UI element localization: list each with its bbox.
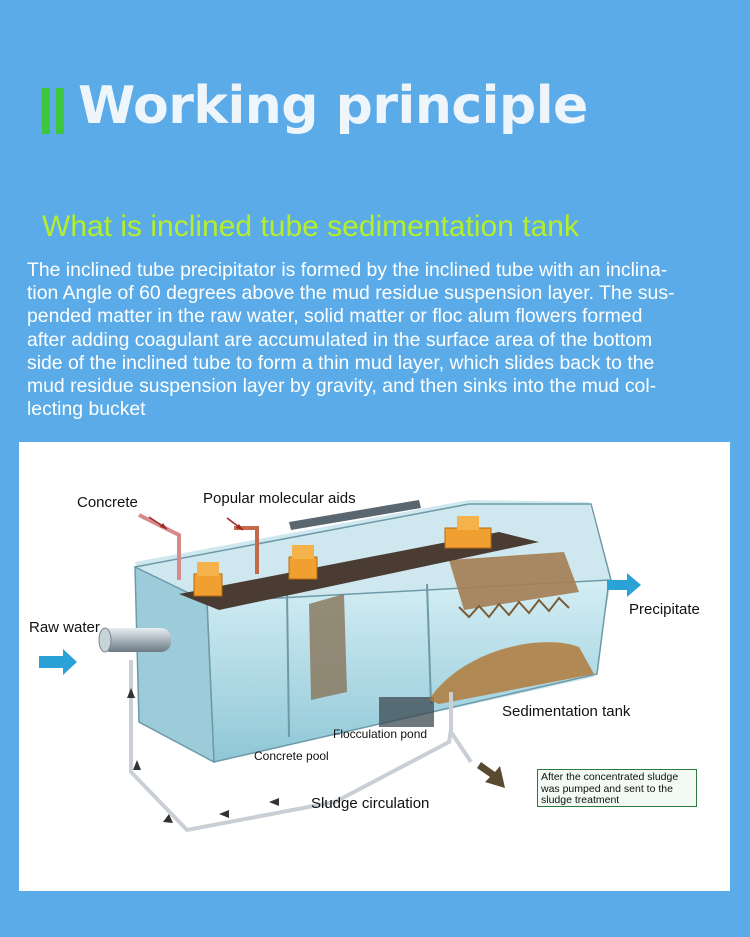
motor [444,516,492,549]
label-precipitate: Precipitate [629,601,700,618]
label-concrete: Concrete [77,494,138,511]
tank-illustration [39,500,641,833]
sludge-out-arrow [477,762,505,788]
motor [288,545,318,580]
description-line: after adding coagulant are accumulated i… [27,328,653,351]
note-line: was pumped and sent to the [541,782,673,795]
description-line: tion Angle of 60 degrees above the mud r… [27,282,675,305]
inclined-tubes [449,552,579,619]
flow-direction-arrows [127,688,279,823]
description-line: mud residue suspension layer by gravity,… [27,375,657,398]
raw-water-inlet-pipe [98,627,171,653]
label-sedimentation-tank: Sedimentation tank [502,703,631,720]
accent-bar [42,88,50,134]
motor [193,562,223,597]
label-popular-molecular-aids: Popular molecular aids [203,490,356,507]
tank-body [134,500,612,764]
note-line: sludge treatment [541,794,620,806]
label-sludge-circulation: Sludge circulation [311,795,430,812]
title-accent-bars [42,88,64,134]
sludge-treatment-note: After the concentrated sludge was pumped… [537,769,697,807]
description-line: pended matter in the raw water, solid ma… [27,305,643,328]
description-line: The inclined tube precipitator is formed… [27,259,668,281]
accent-bar [56,88,64,134]
label-flocculation-pond: Flocculation pond [333,727,428,741]
description-line: lecting bucket [27,398,146,421]
label-raw-water: Raw water [29,619,100,636]
description-paragraph: The inclined tube precipitator is formed… [27,259,727,421]
precipitate-arrow [607,573,641,597]
page-title: Working principle [78,76,588,136]
raw-water-arrow [39,649,77,675]
sludge-circulation-pipe [129,660,453,833]
sedimentation-tank-diagram: Concrete Popular molecular aids Raw wate… [19,442,730,891]
section-subtitle: What is inclined tube sedimentation tank [42,210,579,243]
label-concrete-pool: Concrete pool [254,749,329,763]
description-line: side of the inclined tube to form a thin… [27,351,655,374]
note-line: After the concentrated sludge [541,771,679,783]
